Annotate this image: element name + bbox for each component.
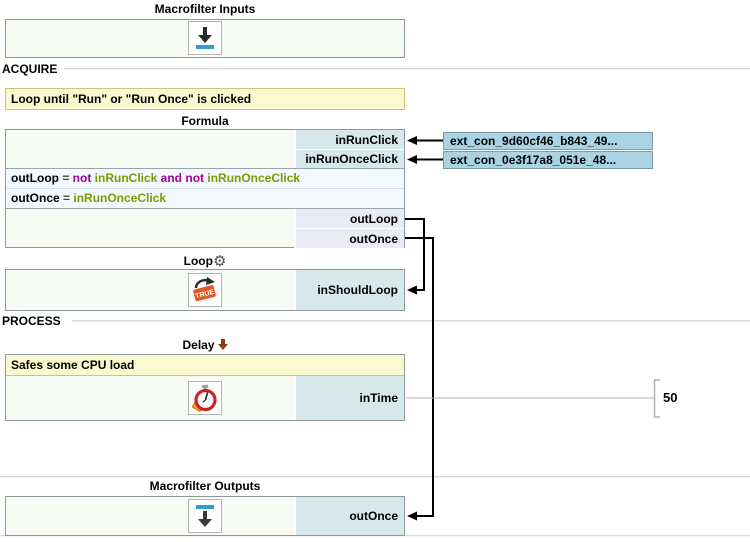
macrofilter-outputs-icon [188, 499, 222, 533]
macrofilter-outputs-title: Macrofilter Outputs [149, 479, 261, 493]
wire-outOnce-outOnce[interactable] [405, 237, 434, 517]
external-connection-tag[interactable]: ext_con_9d60cf46_b843_49... [443, 132, 653, 150]
expr-identifier: inRunOnceClick [207, 171, 301, 185]
formula-input-row: inRunOnceClick [6, 149, 404, 168]
port-outLoop[interactable]: outLoop [294, 209, 404, 228]
formula-separator [6, 188, 404, 189]
true-label: TRUE [195, 289, 216, 300]
expr-lhs: outLoop [11, 171, 59, 185]
formula-block[interactable]: inRunClick inRunOnceClick outLoop = not … [5, 129, 405, 248]
arrowhead-icon [407, 155, 417, 164]
formula-expression-1[interactable]: outLoop = not inRunClick and not inRunOn… [6, 169, 404, 188]
delay-title: Delay [5, 338, 405, 352]
external-connection-tag[interactable]: ext_con_0e3f17a8_051e_48... [443, 151, 653, 169]
formula-output-row: outOnce [6, 228, 404, 248]
acquire-section-label: ACQUIRE [2, 62, 58, 76]
macrofilter-inputs-block[interactable] [5, 19, 405, 58]
port-inRunOnceClick[interactable]: inRunOnceClick [294, 149, 404, 168]
bottom-section-line [0, 535, 750, 537]
loop-block[interactable]: TRUE inShouldLoop [5, 269, 405, 311]
arrowhead-icon [407, 136, 417, 145]
expr-keyword: not [72, 171, 95, 185]
formula-separator [6, 168, 404, 169]
expr-identifier: inRunClick [94, 171, 158, 185]
arrowhead-icon [407, 285, 417, 295]
expr-eq: = [59, 191, 74, 205]
outputs-section-line [0, 476, 750, 478]
value-bracket [653, 379, 660, 418]
formula-expression-2[interactable]: outOnce = inRunOnceClick [6, 189, 404, 208]
wire-outLoop-inShouldLoop[interactable] [405, 218, 425, 291]
process-section-label: PROCESS [2, 314, 61, 328]
expr-identifier: inRunOnceClick [73, 191, 167, 205]
acquire-comment[interactable]: Loop until "Run" or "Run Once" is clicke… [5, 88, 405, 110]
expr-lhs: outOnce [11, 191, 60, 205]
acquire-section-line [64, 68, 750, 70]
process-section-line [72, 320, 750, 322]
expr-eq: = [58, 171, 73, 185]
port-outOnce[interactable]: outOnce [294, 228, 404, 248]
port-inTime[interactable]: inTime [294, 376, 404, 420]
port-inRunClick[interactable]: inRunClick [294, 130, 404, 149]
loop-title-text: Loop [183, 254, 213, 268]
macrofilter-inputs-icon [188, 21, 222, 55]
arrowhead-icon [407, 511, 417, 521]
delay-comment[interactable]: Safes some CPU load [6, 355, 404, 376]
delay-block[interactable]: Safes some CPU load inTime [5, 354, 405, 421]
delay-title-text: Delay [182, 338, 215, 352]
loop-title: Loop⚙ [5, 252, 405, 270]
delay-main-row: inTime [6, 376, 404, 420]
expr-keyword: not [185, 171, 208, 185]
formula-input-row: inRunClick [6, 130, 404, 149]
macrofilter-outputs-block[interactable]: outOnce [5, 496, 405, 536]
formula-title: Formula [181, 114, 229, 128]
stopwatch-icon [188, 381, 222, 415]
port-inShouldLoop[interactable]: inShouldLoop [294, 270, 404, 310]
loop-true-icon: TRUE [188, 273, 222, 307]
formula-output-row: outLoop [6, 209, 404, 228]
macrofilter-inputs-title: Macrofilter Inputs [154, 2, 256, 16]
gear-icon[interactable]: ⚙ [212, 253, 227, 270]
port-outOnce-output[interactable]: outOnce [294, 497, 404, 535]
expr-keyword: and [157, 171, 186, 185]
down-arrow-icon [217, 338, 228, 352]
inTime-value[interactable]: 50 [663, 390, 678, 405]
formula-separator [6, 208, 404, 209]
